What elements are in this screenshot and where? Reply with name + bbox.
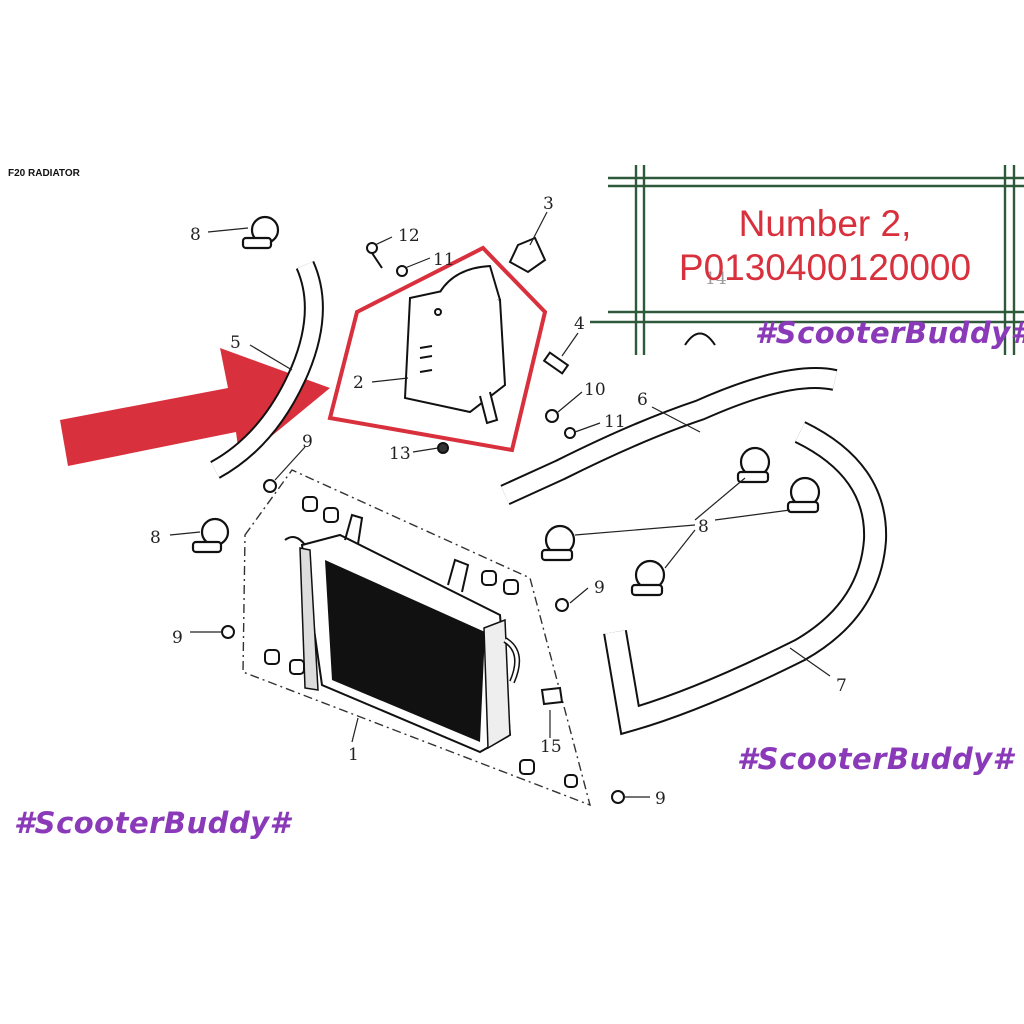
watermark-bottom-right: #ScooterBuddy# <box>737 742 1014 776</box>
radiator-part-1 <box>284 513 521 754</box>
leader-lines <box>169 211 831 798</box>
hose-part-7 <box>603 421 888 736</box>
part-label-14: 14 <box>705 269 727 289</box>
part-label-8b: 8 <box>150 528 161 548</box>
part-label-5: 5 <box>230 333 241 353</box>
watermark-bottom-left: #ScooterBuddy# <box>14 806 291 840</box>
part-label-13: 13 <box>389 444 411 464</box>
part-labels: 1 2 3 4 5 6 7 8 8 8 9 9 9 9 10 11 11 12 … <box>150 194 847 809</box>
part-label-10: 10 <box>584 380 606 400</box>
part-label-1: 1 <box>348 745 359 765</box>
part-label-3: 3 <box>543 194 554 214</box>
part-label-2: 2 <box>353 373 364 393</box>
part-label-9a: 9 <box>302 432 313 452</box>
part-label-11a: 11 <box>433 250 455 270</box>
part-label-8a: 8 <box>190 225 201 245</box>
part-label-11b: 11 <box>604 412 626 432</box>
part-label-9d: 9 <box>655 789 666 809</box>
hose-part-5 <box>210 260 324 479</box>
part-label-9c: 9 <box>172 628 183 648</box>
callout-frame <box>590 165 1024 355</box>
hose-clamps <box>191 215 821 597</box>
part-label-12: 12 <box>398 226 420 246</box>
part-label-15: 15 <box>540 737 562 757</box>
part-label-8c: 8 <box>698 517 709 537</box>
highlight-outline <box>327 245 548 453</box>
part-label-7: 7 <box>836 676 847 696</box>
grommets <box>264 496 578 788</box>
callout-line-2: P0130400120000 <box>678 247 972 289</box>
small-fasteners <box>221 236 716 804</box>
watermark-top-right: #ScooterBuddy# <box>755 316 1024 350</box>
callout-part-number: Number 2, P0130400120000 <box>645 202 1005 291</box>
diagram-title: F20 RADIATOR <box>8 168 80 179</box>
part-label-6: 6 <box>637 390 648 410</box>
reservoir-tank-part-2 <box>403 264 507 425</box>
callout-line-1: Number 2, <box>738 203 912 244</box>
hose-part-6 <box>500 367 838 506</box>
part-label-9b: 9 <box>594 578 605 598</box>
part-label-4: 4 <box>574 314 585 334</box>
